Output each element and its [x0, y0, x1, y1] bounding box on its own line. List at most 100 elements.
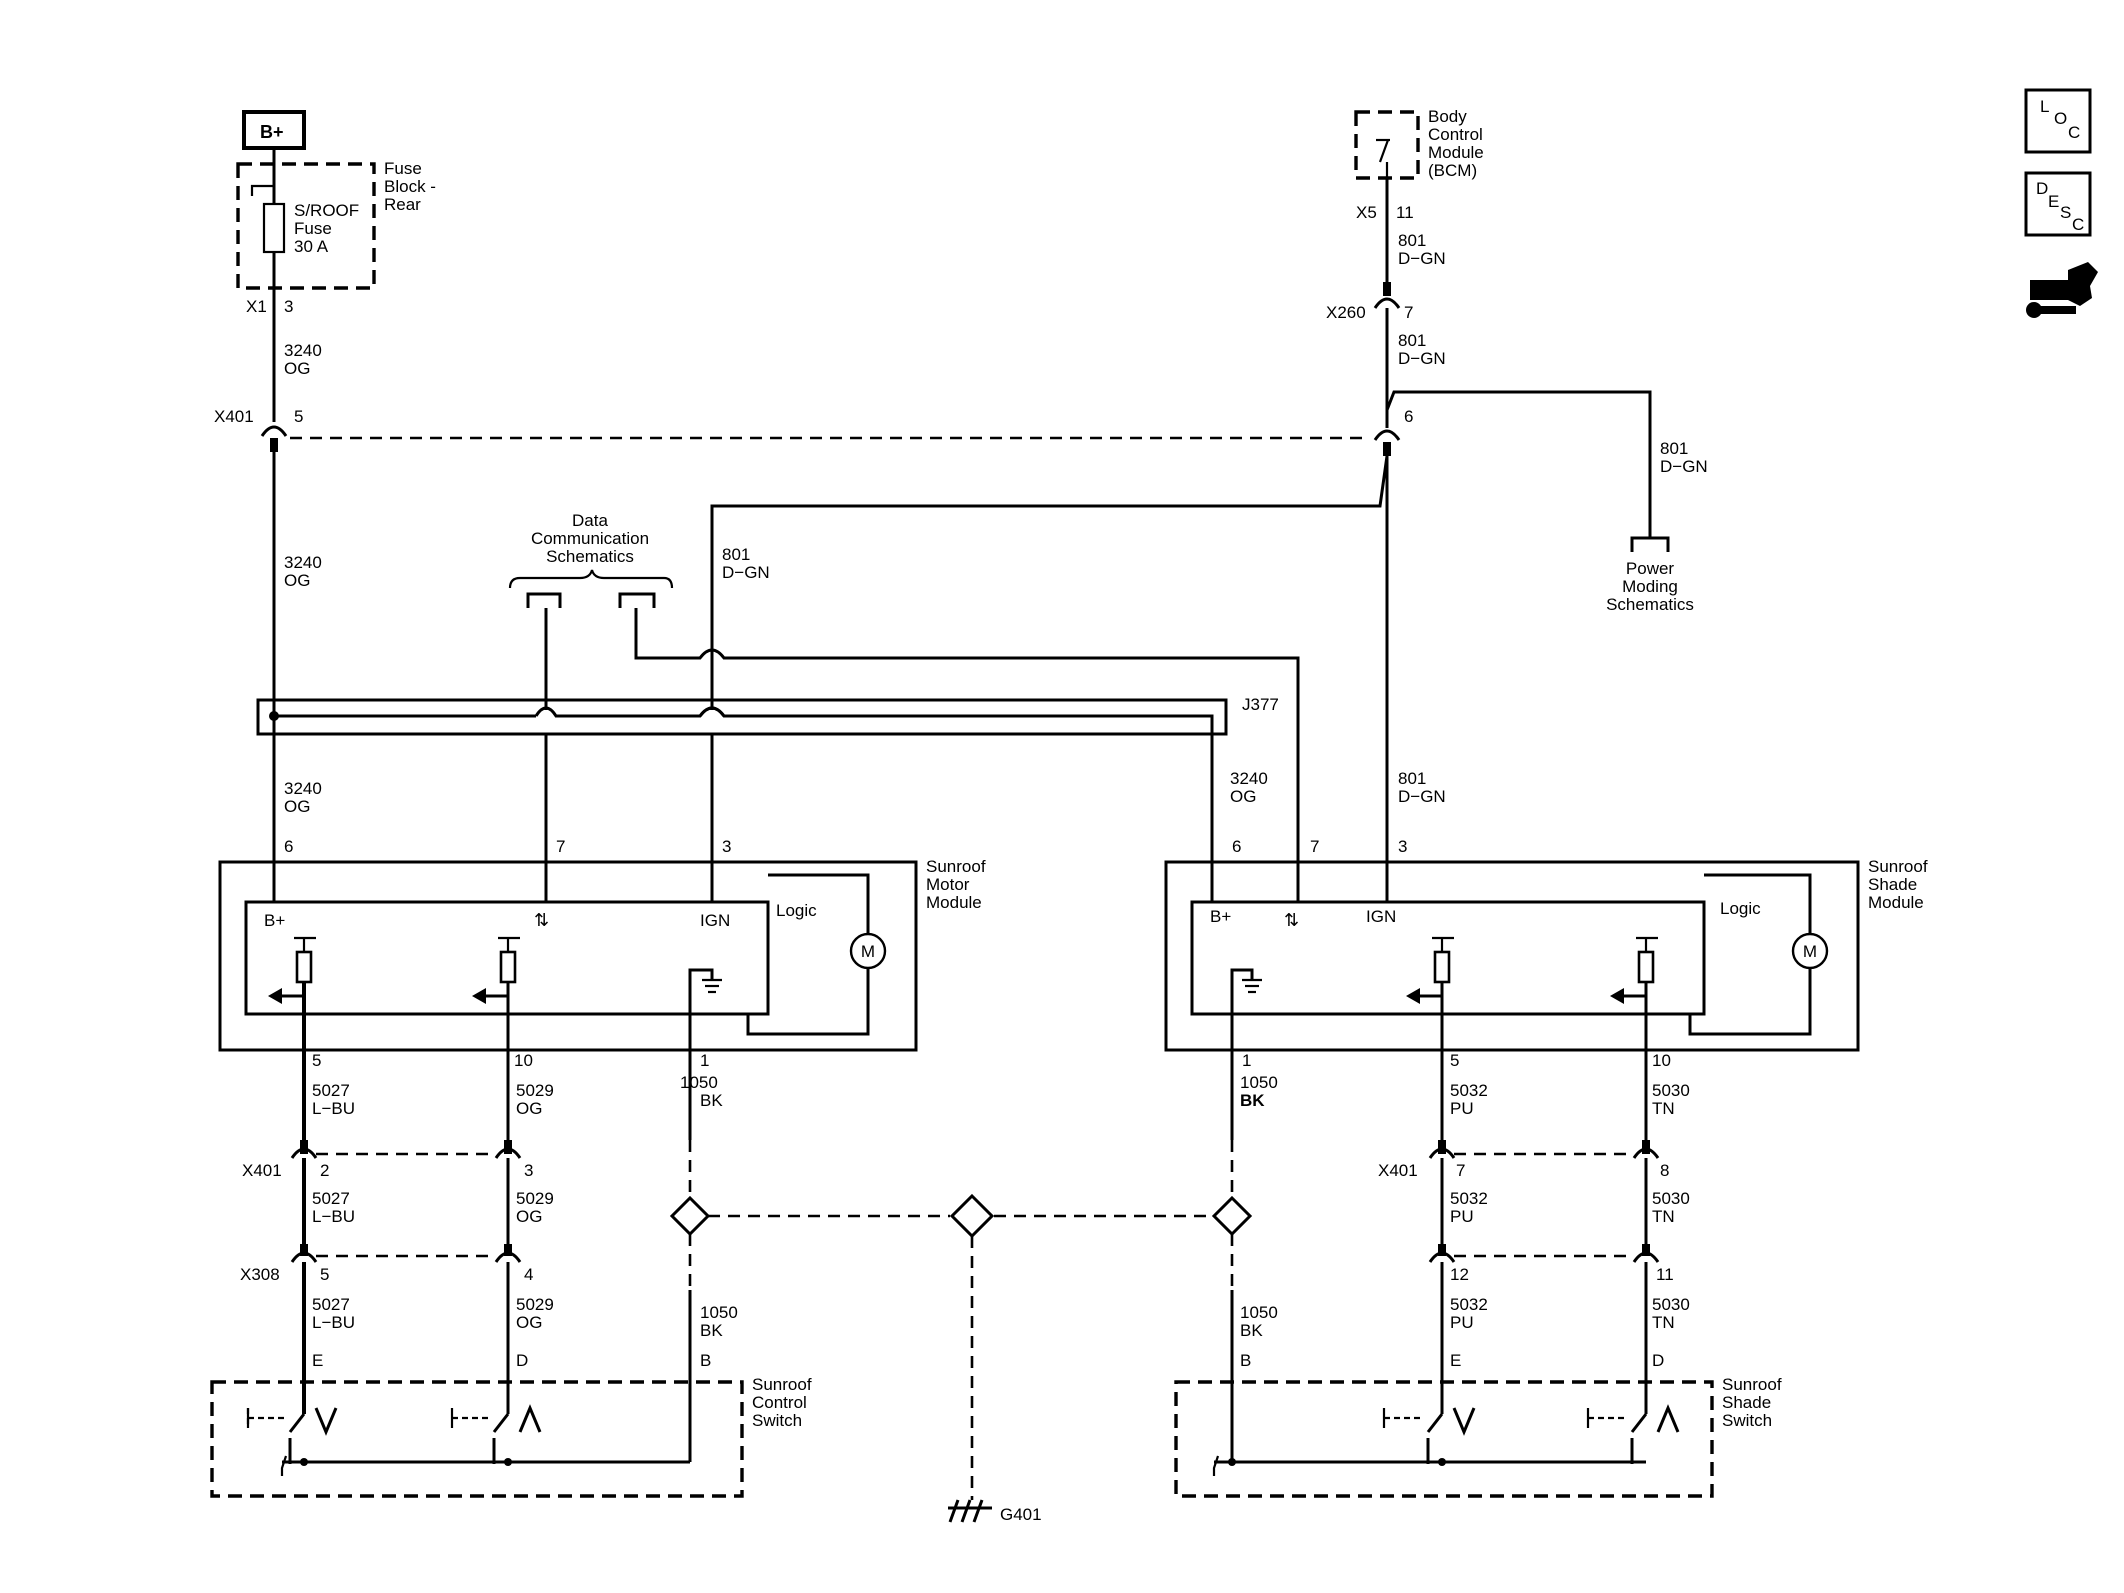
- bidirectional-data-icon: ⇅: [534, 910, 549, 930]
- svg-text:TN: TN: [1652, 1207, 1675, 1226]
- svg-text:Logic: Logic: [1720, 899, 1761, 918]
- svg-text:1050: 1050: [1240, 1303, 1278, 1322]
- svg-text:B: B: [1240, 1351, 1251, 1370]
- svg-text:801: 801: [722, 545, 750, 564]
- bidirectional-data-icon: ⇅: [1284, 910, 1299, 930]
- svg-text:L−BU: L−BU: [312, 1207, 355, 1226]
- svg-text:OG: OG: [1230, 787, 1256, 806]
- sunroof-motor-module: Logic M Sunroof Motor Module B+ IGN ⇅: [218, 857, 986, 1052]
- svg-text:(BCM): (BCM): [1428, 161, 1477, 180]
- svg-text:D: D: [2036, 179, 2048, 198]
- motor-ground-pin1: [688, 968, 722, 1140]
- svg-text:5030: 5030: [1652, 1081, 1690, 1100]
- svg-text:801: 801: [1660, 439, 1688, 458]
- svg-text:PU: PU: [1450, 1207, 1474, 1226]
- svg-text:5032: 5032: [1450, 1081, 1488, 1100]
- svg-text:Control: Control: [1428, 125, 1483, 144]
- svg-text:Schematics: Schematics: [1606, 595, 1694, 614]
- svg-text:8: 8: [1660, 1161, 1669, 1180]
- svg-text:5029: 5029: [516, 1295, 554, 1314]
- svg-text:BK: BK: [700, 1321, 723, 1340]
- svg-text:Module: Module: [1868, 893, 1924, 912]
- svg-text:E: E: [2048, 192, 2059, 211]
- svg-text:X308: X308: [240, 1265, 280, 1284]
- svg-text:OG: OG: [284, 571, 310, 590]
- svg-text:Module: Module: [1428, 143, 1484, 162]
- motor-driver-pin5: [268, 936, 316, 1140]
- svg-text:5: 5: [320, 1265, 329, 1284]
- ground-splice-network: [669, 1140, 1253, 1500]
- svg-text:B: B: [700, 1351, 711, 1370]
- connector-x401-lower: [290, 1140, 1660, 1159]
- svg-text:IGN: IGN: [1366, 907, 1396, 926]
- motor-driver-pin10: [472, 936, 520, 1140]
- data-communication-schematics-link[interactable]: Data Communication Schematics: [508, 511, 674, 589]
- svg-text:OG: OG: [516, 1099, 542, 1118]
- desc-icon[interactable]: D E S C: [2024, 171, 2092, 237]
- svg-text:X401: X401: [242, 1161, 282, 1180]
- svg-text:7: 7: [1456, 1161, 1465, 1180]
- svg-text:O: O: [2054, 109, 2067, 128]
- svg-text:X401: X401: [214, 407, 254, 426]
- body-control-module: Body Control Module (BCM): [1354, 107, 1484, 180]
- svg-text:5032: 5032: [1450, 1295, 1488, 1314]
- svg-text:L−BU: L−BU: [312, 1099, 355, 1118]
- svg-text:Sunroof: Sunroof: [752, 1375, 812, 1394]
- svg-text:6: 6: [1232, 837, 1241, 856]
- svg-text:B+: B+: [1210, 907, 1231, 926]
- svg-text:PU: PU: [1450, 1313, 1474, 1332]
- svg-text:S: S: [2060, 203, 2071, 222]
- svg-text:5029: 5029: [516, 1189, 554, 1208]
- svg-text:PU: PU: [1450, 1099, 1474, 1118]
- svg-text:801: 801: [1398, 331, 1426, 350]
- svg-text:10: 10: [514, 1051, 533, 1070]
- svg-text:IGN: IGN: [700, 911, 730, 930]
- svg-text:5030: 5030: [1652, 1189, 1690, 1208]
- svg-text:OG: OG: [516, 1313, 542, 1332]
- svg-text:Schematics: Schematics: [546, 547, 634, 566]
- svg-text:Rear: Rear: [384, 195, 421, 214]
- sunroof-shade-module: Logic M Sunroof Shade Module B+ IGN ⇅: [1164, 857, 1928, 1052]
- svg-text:OG: OG: [284, 359, 310, 378]
- connector-x308: [290, 1244, 1660, 1263]
- svg-text:1050: 1050: [680, 1073, 718, 1092]
- svg-text:D−GN: D−GN: [722, 563, 770, 582]
- svg-text:1050: 1050: [1240, 1073, 1278, 1092]
- svg-text:X5: X5: [1356, 203, 1377, 222]
- svg-text:TN: TN: [1652, 1099, 1675, 1118]
- power-moding-schematics-link[interactable]: Power Moding Schematics: [1606, 559, 1694, 614]
- svg-text:6: 6: [1404, 407, 1413, 426]
- svg-text:E: E: [312, 1351, 323, 1370]
- connector-x401-pin5: [260, 425, 288, 452]
- svg-text:Switch: Switch: [1722, 1411, 1772, 1430]
- svg-text:3: 3: [1398, 837, 1407, 856]
- svg-text:5029: 5029: [516, 1081, 554, 1100]
- svg-text:OG: OG: [516, 1207, 542, 1226]
- svg-text:Switch: Switch: [752, 1411, 802, 1430]
- svg-text:E: E: [1450, 1351, 1461, 1370]
- shade-driver-pin5: [1406, 936, 1454, 1140]
- svg-text:2: 2: [320, 1161, 329, 1180]
- sunroof-shade-switch: Sunroof Shade Switch: [1174, 1375, 1782, 1498]
- svg-text:3240: 3240: [284, 553, 322, 572]
- svg-text:Sunroof: Sunroof: [926, 857, 986, 876]
- svg-text:3: 3: [284, 297, 293, 316]
- svg-text:7: 7: [1404, 303, 1413, 322]
- connector-tool-icon[interactable]: [2026, 262, 2098, 318]
- svg-text:C: C: [2072, 215, 2084, 234]
- svg-text:Power: Power: [1626, 559, 1675, 578]
- svg-text:Moding: Moding: [1622, 577, 1678, 596]
- svg-text:5027: 5027: [312, 1189, 350, 1208]
- svg-text:4: 4: [524, 1265, 533, 1284]
- svg-text:3240: 3240: [284, 779, 322, 798]
- svg-text:X260: X260: [1326, 303, 1366, 322]
- shade-driver-pin10: [1610, 936, 1658, 1140]
- svg-text:1: 1: [1242, 1051, 1251, 1070]
- svg-text:BK: BK: [1240, 1321, 1263, 1340]
- svg-text:C: C: [2068, 123, 2080, 142]
- shade-ground-pin1: [1230, 968, 1262, 1140]
- svg-text:30 A: 30 A: [294, 237, 329, 256]
- svg-text:Sunroof: Sunroof: [1868, 857, 1928, 876]
- loc-icon[interactable]: L O C: [2024, 88, 2092, 154]
